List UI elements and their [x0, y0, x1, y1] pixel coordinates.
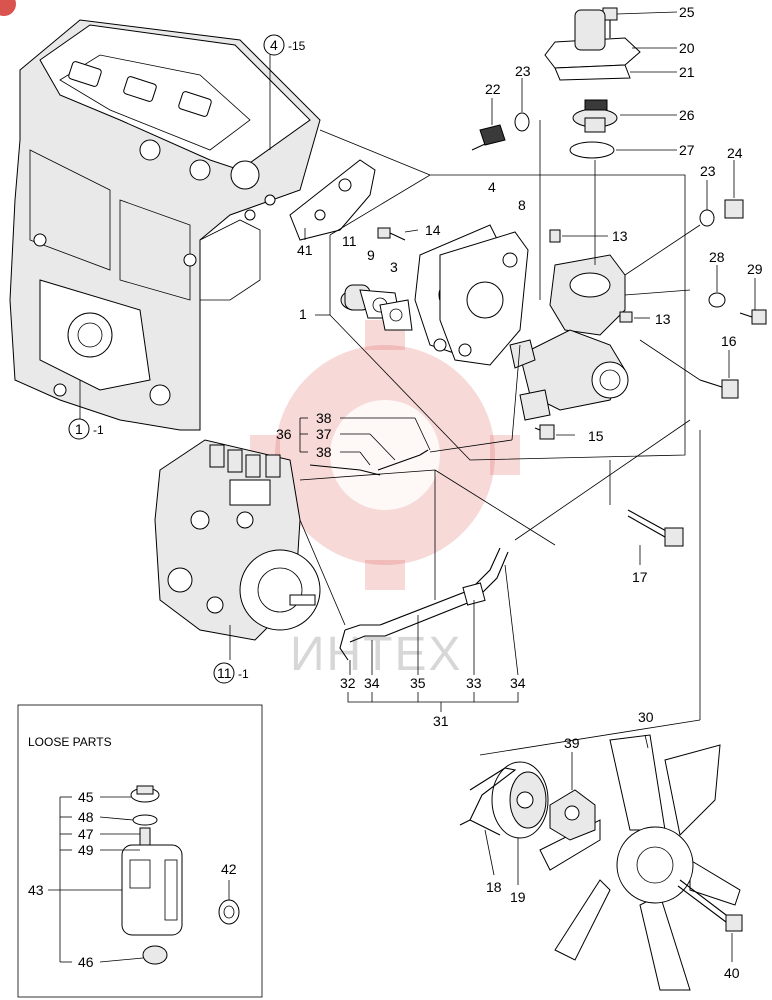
callout-9: 9 — [367, 247, 375, 263]
thermostat-cover-20 — [544, 7, 641, 81]
callout-23-right: 23 — [700, 163, 716, 179]
o-ring-27 — [569, 141, 615, 159]
water-pipe-31 — [339, 547, 509, 661]
plug-13-top — [549, 229, 561, 243]
callout-13-right: 13 — [655, 311, 671, 327]
bolt-17 — [627, 509, 684, 547]
callout-35: 35 — [410, 675, 426, 691]
callout-28: 28 — [709, 249, 725, 265]
callout-3: 3 — [390, 259, 398, 275]
callout-30: 30 — [638, 709, 654, 725]
loose-parts-frame — [17, 704, 263, 998]
callout-15: 15 — [588, 428, 604, 444]
callout-11: 11 — [342, 233, 357, 249]
callout-4: 4 — [488, 179, 496, 195]
water-pump-housing — [509, 254, 629, 421]
callout-34-right: 34 — [510, 675, 526, 691]
callout-39: 39 — [564, 735, 580, 751]
bolt-29 — [739, 309, 767, 325]
callout-42: 42 — [221, 861, 237, 877]
callout-4-circle — [263, 34, 285, 56]
callout-18: 18 — [486, 879, 502, 895]
callout-1: 1 — [299, 306, 307, 322]
callout-22: 22 — [485, 81, 501, 97]
callout-46: 46 — [78, 954, 94, 970]
washer-23 — [514, 112, 530, 132]
callout-13-top: 13 — [612, 228, 628, 244]
callout-38-top: 38 — [316, 410, 332, 426]
callout-11-circle — [213, 662, 235, 684]
plug-24 — [724, 199, 744, 219]
callout-20: 20 — [679, 40, 695, 56]
washer-42 — [218, 899, 240, 925]
bolt-14 — [377, 227, 406, 241]
callout-29: 29 — [747, 261, 763, 277]
leader-dash-engine — [319, 129, 431, 176]
callout-4-ref: 4 — [270, 37, 278, 53]
callout-16: 16 — [721, 333, 737, 349]
callout-14: 14 — [425, 222, 441, 238]
callout-33: 33 — [466, 675, 482, 691]
callout-31: 31 — [433, 713, 449, 729]
callout-8: 8 — [518, 197, 526, 213]
callout-34-left: 34 — [364, 675, 380, 691]
washer-23-right — [699, 209, 715, 227]
callout-37: 37 — [316, 426, 332, 442]
belt-18 — [459, 767, 517, 836]
callout-48: 48 — [78, 809, 94, 825]
engine-block-drawing — [9, 19, 321, 431]
loose-parts-title: LOOSE PARTS — [28, 735, 112, 749]
callout-1-sub: -1 — [93, 423, 104, 437]
callout-25: 25 — [679, 4, 695, 20]
corner-mark — [0, 0, 16, 16]
callout-45: 45 — [78, 789, 94, 805]
callout-labels: 25 20 21 26 27 22 23 23 24 4 -15 41 4 8 … — [28, 4, 763, 981]
callout-41: 41 — [297, 242, 313, 258]
callout-21: 21 — [679, 64, 695, 80]
washer-28 — [708, 292, 726, 308]
fan-30 — [539, 734, 741, 991]
fuel-filter-43 — [121, 785, 183, 965]
callout-1-circle — [68, 418, 90, 440]
thermostat-26 — [572, 99, 618, 133]
spacer-39 — [549, 789, 596, 841]
callout-4-sub: -15 — [288, 39, 306, 53]
plug-13-right — [619, 311, 633, 323]
bolt-40 — [677, 879, 743, 932]
callout-17: 17 — [632, 569, 648, 585]
callout-19: 19 — [510, 889, 526, 905]
callout-49: 49 — [78, 842, 94, 858]
callout-38-bottom: 38 — [316, 444, 332, 460]
callout-36: 36 — [276, 426, 292, 442]
callout-27: 27 — [679, 142, 695, 158]
hose-38a — [309, 464, 381, 476]
sensor-22 — [471, 124, 506, 151]
callout-32: 32 — [340, 675, 356, 691]
pulley-19 — [491, 761, 549, 839]
callout-47: 47 — [78, 826, 94, 842]
bracket-31 — [347, 692, 519, 703]
bolt-16 — [699, 379, 739, 399]
hose-37 — [377, 449, 429, 471]
gasket-41 — [289, 159, 376, 241]
callout-26: 26 — [679, 107, 695, 123]
bolt-15 — [534, 424, 555, 440]
callout-40: 40 — [724, 965, 740, 981]
injection-pump-drawing — [154, 439, 321, 641]
callout-11-ref: 11 — [217, 665, 232, 681]
callout-1-ref: 1 — [75, 421, 83, 437]
callout-11-sub: -1 — [238, 667, 249, 681]
gasket-3 — [379, 299, 413, 331]
callout-24: 24 — [727, 145, 743, 161]
callout-43: 43 — [28, 882, 44, 898]
watermark-text: ИНТЕХ — [290, 628, 463, 681]
callout-23: 23 — [515, 63, 531, 79]
